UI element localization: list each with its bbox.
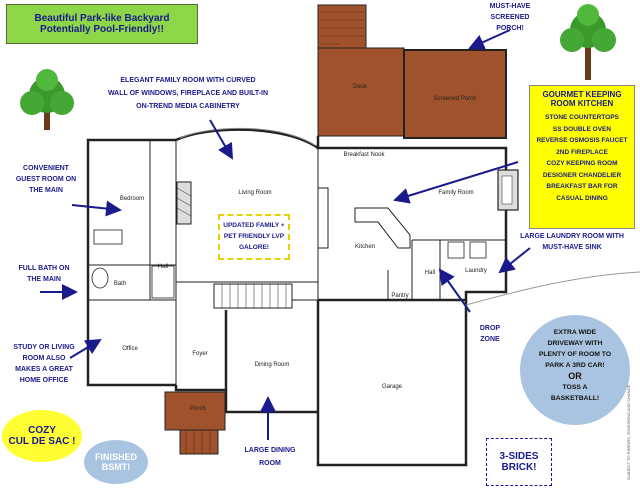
brick-line-2: BRICK! <box>501 462 537 473</box>
disclaimer-text: SUBJECT TO ERRORS, OMISSIONS AND CHANGE <box>626 384 631 480</box>
room-label-dining-room: Dining Room <box>255 362 290 368</box>
kitchen-feature: CASUAL DINING <box>556 194 608 202</box>
room-label-bath: Bath <box>114 281 126 287</box>
callout-family-room-1: ELEGANT FAMILY ROOM WITH CURVED <box>120 77 255 84</box>
driveway-line-7: BASKETBALL! <box>550 395 600 402</box>
driveway-line-3: PLENTY OF ROOM TO <box>538 351 612 358</box>
arrow-drop-zone <box>438 268 471 313</box>
room-label-hall-left: Hall <box>158 264 168 270</box>
banner-line-1: Beautiful Park-like Backyard <box>34 13 170 24</box>
tree-left-icon <box>20 69 74 130</box>
cul-de-sac-line-2: CUL DE SAC ! <box>8 436 76 447</box>
kitchen-title-2: ROOM KITCHEN <box>550 99 614 108</box>
cul-de-sac-line-1: COZY <box>28 425 56 436</box>
backyard-banner: Beautiful Park-like Backyard Potentially… <box>6 4 198 44</box>
banner-line-2: Potentially Pool-Friendly!! <box>40 24 164 35</box>
driveway-line-4: PARK A 3RD CAR! <box>545 362 605 369</box>
callout-screened-porch-1: MUST-HAVE <box>490 3 531 10</box>
room-label-garage: Garage <box>382 384 403 390</box>
brick-line-1: 3-SIDES <box>499 451 539 462</box>
screened-porch-area <box>403 49 507 139</box>
lvp-line-3: GALORE! <box>239 244 269 251</box>
callout-study-1: STUDY OR LIVING <box>13 344 75 351</box>
kitchen-feature: 2ND FIREPLACE <box>556 148 608 156</box>
callout-study-2: ROOM ALSO <box>23 355 66 362</box>
callout-screened-porch-3: PORCH! <box>496 25 524 32</box>
bsmt-line-2: BSMT! <box>101 462 131 472</box>
callout-bath-1: FULL BATH ON <box>18 265 69 272</box>
arrow-laundry <box>498 247 531 274</box>
callout-study-4: HOME OFFICE <box>20 377 69 384</box>
arrow-screened-porch <box>468 29 511 50</box>
room-label-bedroom: Bedroom <box>120 196 144 202</box>
lvp-note: UPDATED FAMILY + PET FRIENDLY LVP GALORE… <box>218 214 290 260</box>
front-porch <box>164 391 226 431</box>
callout-drop-zone-1: DROP <box>480 325 501 332</box>
lvp-line-1: UPDATED FAMILY + <box>223 222 285 229</box>
cul-de-sac-badge: COZY CUL DE SAC ! <box>2 410 82 462</box>
finished-bsmt-badge: FINISHED BSMT! <box>84 440 148 484</box>
lvp-line-2: PET FRIENDLY LVP <box>223 233 285 240</box>
room-label-laundry: Laundry <box>465 268 487 274</box>
driveway-line-1: EXTRA WIDE <box>553 329 597 336</box>
deck-stairs <box>317 4 367 54</box>
driveway-line-2: DRIVEWAY WITH <box>547 340 603 347</box>
kitchen-feature: COZY KEEPING ROOM <box>546 160 618 167</box>
brick-badge: 3-SIDES BRICK! <box>486 438 552 486</box>
kitchen-title-1: GOURMET KEEPING <box>542 90 622 99</box>
room-label-breakfast-nook: Breakfast Nook <box>343 152 385 158</box>
room-label-living-room: Living Room <box>238 190 271 196</box>
callout-study-3: MAKES A GREAT <box>15 366 73 373</box>
room-label-pantry: Pantry <box>391 293 408 299</box>
kitchen-feature: BREAKFAST BAR FOR <box>546 183 618 190</box>
callout-family-room-2: WALL OF WINDOWS, FIREPLACE AND BUILT-IN <box>108 90 268 97</box>
callout-laundry-1: LARGE LAUNDRY ROOM WITH <box>520 233 624 240</box>
room-label-office: Office <box>122 346 138 352</box>
callout-bath-2: THE MAIN <box>27 276 61 283</box>
room-label-deck: Deck <box>353 84 368 90</box>
arrow-guest-room <box>71 200 122 217</box>
arrow-kitchen <box>393 161 519 204</box>
room-label-family-room: Family Room <box>438 190 473 196</box>
callout-family-room-3: ON-TREND MEDIA CABINETRY <box>136 103 240 110</box>
driveway-line-6: TOSS A <box>562 384 588 391</box>
driveway-circle: EXTRA WIDE DRIVEWAY WITH PLENTY OF ROOM … <box>520 315 630 425</box>
main-staircase <box>213 283 293 309</box>
kitchen-feature: SS DOUBLE OVEN <box>552 125 612 133</box>
tree-right-icon <box>560 4 616 80</box>
callout-laundry-2: MUST-HAVE SINK <box>542 244 601 251</box>
callout-guest-3: THE MAIN <box>29 187 63 194</box>
callout-screened-porch-2: SCREENED <box>491 14 530 21</box>
callout-dining-1: LARGE DINING <box>245 447 297 454</box>
kitchen-features-box: GOURMET KEEPING ROOM KITCHEN STONE COUNT… <box>529 85 635 229</box>
room-label-foyer: Foyer <box>192 351 207 357</box>
callout-drop-zone-2: ZONE <box>480 336 500 343</box>
callout-guest-1: CONVENIENT <box>23 165 70 172</box>
driveway-line-5: OR <box>568 371 582 381</box>
room-label-porch: Porch <box>190 406 206 412</box>
room-label-hall-right: Hall <box>425 270 435 276</box>
fireplace-living <box>176 181 192 225</box>
kitchen-feature: DESIGNER CHANDELIER <box>542 171 622 179</box>
deck-area <box>317 47 405 137</box>
kitchen-feature: REVERSE OSMOSIS FAUCET <box>536 137 628 144</box>
room-label-kitchen: Kitchen <box>355 244 375 250</box>
room-label-screened-porch: Screened Porch <box>433 96 476 102</box>
kitchen-island <box>354 207 411 249</box>
kitchen-feature: STONE COUNTERTOPS <box>545 114 619 121</box>
arrow-family-room <box>209 119 234 160</box>
callout-dining-2: ROOM <box>259 460 281 467</box>
arrow-study <box>69 338 102 359</box>
bsmt-line-1: FINISHED <box>94 452 137 462</box>
callout-guest-2: GUEST ROOM ON <box>16 176 76 183</box>
